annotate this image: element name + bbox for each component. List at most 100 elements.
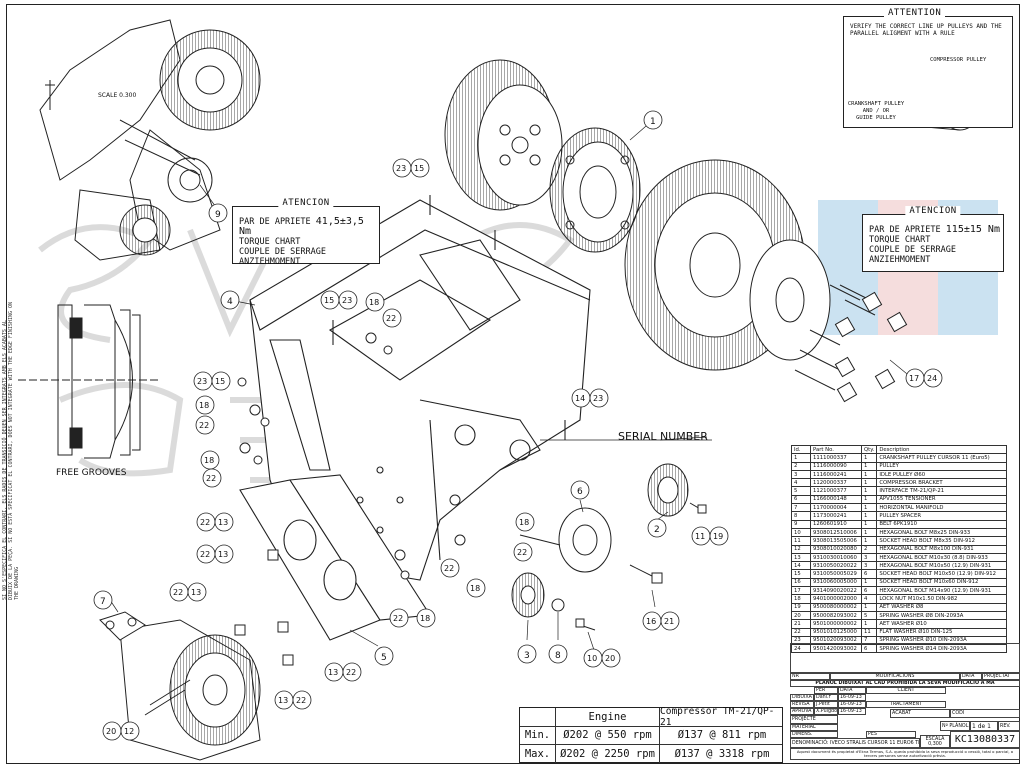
atencion-right-value: 115±15 Nm	[945, 224, 1000, 235]
tb-revisa: REVISA	[790, 701, 814, 708]
atencion-right-par: PAR DE APRIETE	[869, 225, 941, 235]
svg-text:22: 22	[517, 548, 527, 557]
parts-cell-part-no: 1173000241	[810, 511, 862, 521]
parts-cell-description: SOCKET HEAD BOLT M10x60 DIN-912	[876, 577, 1008, 588]
callout-18-a: 18	[365, 292, 385, 312]
tb-acabat: ACABAT	[890, 709, 950, 718]
atencion-left-par: PAR DE APRIETE	[239, 217, 311, 227]
svg-text:3: 3	[524, 651, 530, 661]
parts-cell-id: 8	[791, 511, 811, 521]
parts-cell-id: 13	[791, 552, 811, 563]
callout-7: 7	[93, 590, 113, 610]
svg-text:19: 19	[713, 532, 723, 541]
callout-1: 1	[643, 110, 663, 130]
tb-projectat: PROJECTAT	[982, 673, 1020, 680]
compressor	[99, 611, 261, 761]
atencion-torque-box-left: ATENCION PAR DE APRIETE 41,5±3,5 Nm TORQ…	[232, 198, 380, 267]
svg-text:17: 17	[909, 374, 919, 383]
svg-text:11: 11	[695, 532, 705, 541]
parts-cell-description: SOCKET HEAD BOLT M10x50 (12.9) DIN-912	[876, 569, 1008, 579]
svg-text:9: 9	[215, 210, 221, 220]
atencion-left-torque: TORQUE CHART	[239, 237, 301, 247]
parts-cell-id: 11	[791, 536, 811, 546]
perf-header-engine: Engine	[556, 708, 660, 726]
parts-cell-part-no: 1170000004	[810, 503, 862, 513]
tb-footer: Aquest document és propietat d'Ekna Term…	[790, 748, 1020, 760]
parts-cell-part-no: 9308010020080	[810, 544, 862, 554]
attention-line-1: VERIFY THE CORRECT LINE UP PULLEYS AND T…	[850, 23, 1002, 30]
parts-cell-description: HEXAGONAL BOLT M8x25 DIN-933	[876, 527, 1008, 538]
callout-22-d: 22	[389, 608, 409, 628]
parts-cell-part-no: 9314090020022	[810, 586, 862, 596]
perf-header-compressor: Compressor TM-21/QP-21	[660, 706, 775, 728]
svg-text:16: 16	[646, 617, 656, 626]
callout-18-e: 18	[466, 578, 486, 598]
svg-text:23: 23	[197, 377, 207, 386]
parts-cell-description: SPRING WASHER Ø8 DIN-2093A	[876, 610, 1008, 621]
fasteners	[234, 332, 466, 666]
tb-per: PER	[814, 687, 838, 694]
guide-pulley-label: GUIDE PULLEY	[856, 115, 896, 121]
parts-cell-part-no: 9500080000002	[810, 602, 862, 612]
parts-cell-part-no: 1116000241	[810, 469, 862, 480]
parts-cell-part-no: 1120000337	[810, 478, 862, 488]
parts-cell-qty: 1	[860, 619, 878, 629]
svg-text:5: 5	[381, 653, 387, 663]
attention-box: ATTENTION VERIFY THE CORRECT LINE UP PUL…	[843, 8, 1013, 128]
parts-cell-qty: 1	[860, 602, 878, 612]
svg-text:7: 7	[100, 597, 106, 607]
parts-cell-id: 5	[791, 486, 811, 496]
parts-cell-qty: 1	[860, 503, 878, 513]
svg-text:24: 24	[927, 374, 937, 383]
svg-text:18: 18	[204, 456, 214, 465]
tb-revisa-data: 16-09-13	[838, 701, 866, 708]
callout-18-c: 18	[200, 450, 220, 470]
callout-22-a: 22	[382, 308, 402, 328]
parts-cell-part-no: 9500082093002	[810, 610, 862, 621]
svg-text:22: 22	[200, 518, 210, 527]
parts-cell-description: AET WASHER Ø10	[876, 619, 1008, 629]
attention-header: ATTENTION	[884, 8, 946, 18]
svg-text:22: 22	[206, 474, 216, 483]
parts-cell-qty: 1	[860, 511, 878, 521]
svg-text:22: 22	[393, 614, 403, 623]
atencion-left-couple: COUPLE DE SERRAGE	[239, 247, 326, 257]
parts-cell-qty: 1	[860, 519, 878, 529]
parts-header-description: Description	[876, 444, 1008, 455]
parts-cell-id: 19	[791, 602, 811, 612]
tb-data2: DATA	[838, 687, 866, 694]
svg-text:15: 15	[324, 296, 334, 305]
parts-cell-id: 6	[791, 494, 811, 505]
parts-cell-description: IDLE PULLEY Ø60	[876, 469, 1008, 480]
svg-text:22: 22	[199, 421, 209, 430]
parts-cell-qty: 1	[860, 469, 878, 480]
parts-cell-description: HEXAGONAL BOLT M10x30 (8.8) DIN-933	[876, 552, 1008, 563]
crankshaft-pulley	[444, 59, 831, 371]
tb-escala-val: 0,300	[928, 741, 942, 747]
svg-text:6: 6	[577, 487, 583, 497]
parts-cell-id: 17	[791, 586, 811, 596]
parts-cell-id: 7	[791, 503, 811, 513]
tb-modificacions: MODIFICACIONS	[830, 673, 960, 680]
parts-cell-id: 3	[791, 469, 811, 480]
parts-cell-description: FLAT WASHER Ø10 DIN-125	[876, 627, 1008, 637]
tb-material: MATERIAL	[790, 724, 838, 731]
